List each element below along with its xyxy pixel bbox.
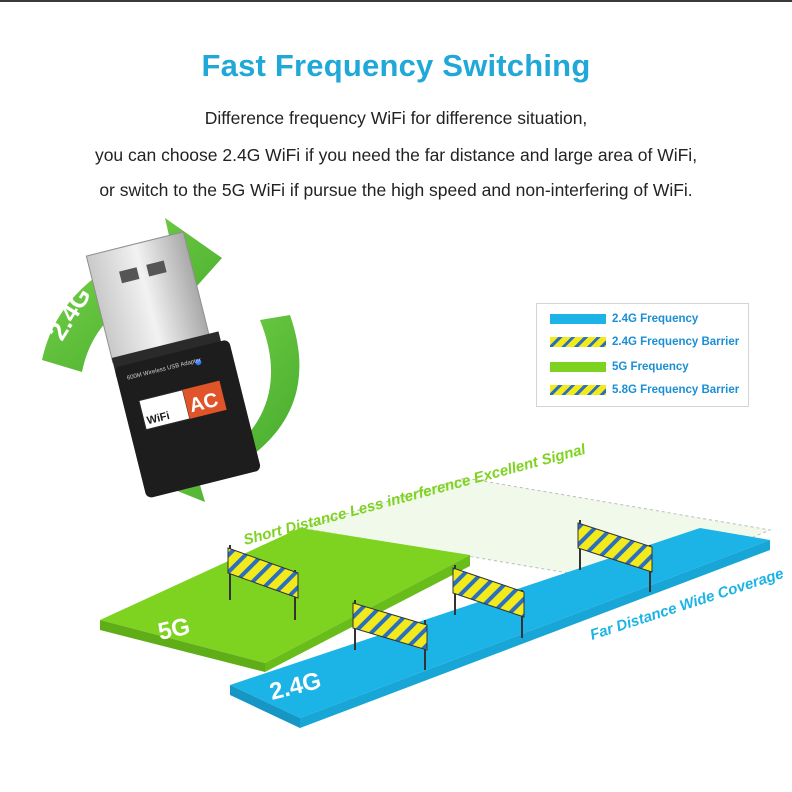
description-line-1: Difference frequency WiFi for difference… (204, 108, 588, 128)
legend-swatch-stripe (550, 337, 606, 347)
legend-label: 2.4G Frequency Barrier (612, 336, 740, 348)
usb-adapter: 600M Wireless USB Adapter WiFi AC (85, 231, 261, 498)
legend-swatch-blue (550, 314, 606, 324)
page-title: Fast Frequency Switching (201, 48, 591, 83)
barrier-2 (352, 600, 428, 670)
2-4g-band (230, 528, 770, 728)
legend-item-5g-frequency: 5G Frequency (550, 359, 689, 375)
legend-item-2-4g-barrier: 2.4G Frequency Barrier (550, 334, 739, 350)
legend-swatch-green (550, 362, 606, 372)
description-line-3: or switch to the 5G WiFi if pursue the h… (99, 180, 693, 200)
barrier-4 (577, 520, 653, 592)
badge-wifi: WiFi (146, 410, 171, 427)
barrier-1 (227, 545, 299, 620)
barrier-3 (452, 565, 525, 638)
top-divider (0, 0, 792, 2)
legend-label: 5.8G Frequency Barrier (612, 384, 740, 396)
legend-item-2-4g-frequency: 2.4G Frequency (550, 311, 698, 327)
legend-item-5-8g-barrier: 5.8G Frequency Barrier (550, 382, 739, 398)
legend-label: 5G Frequency (612, 361, 689, 373)
description-line-2: you can choose 2.4G WiFi if you need the… (94, 145, 698, 165)
legend-swatch-stripe (550, 385, 606, 395)
band-label-5g: 5G (156, 613, 193, 646)
legend-label: 2.4G Frequency (612, 313, 699, 325)
